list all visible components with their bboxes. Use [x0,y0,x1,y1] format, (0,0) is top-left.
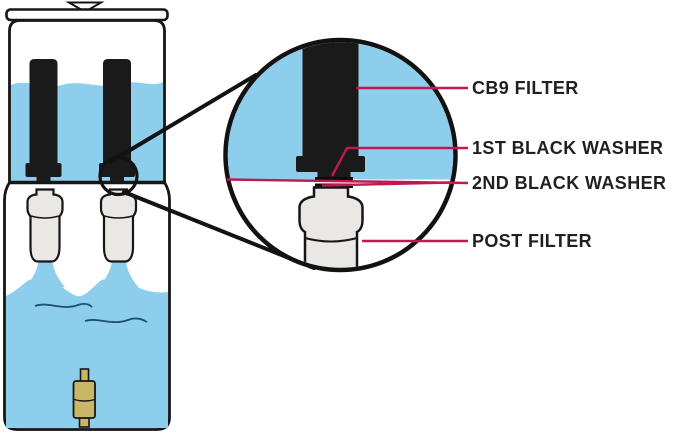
pointer-line-first-black-washer [330,146,468,177]
magnifier-ring [223,37,458,273]
pointer-line-second-black-washer [321,181,451,187]
magnified-post-filter-seam [304,237,358,243]
cb9-filter-right [99,59,135,189]
water-ripple-2 [84,317,148,324]
label-post-filter: POST FILTER [472,230,593,251]
label-cb9-filter: CB9 FILTER [472,78,579,98]
magnified-filter-flange [296,156,365,172]
zoom-connector-upper [108,73,258,164]
cb9-filter-left [25,59,62,189]
water-stream-right [99,258,139,287]
cb9-filter-left-flange [25,163,62,177]
post-filter-right-body [99,188,138,263]
water-stream-left [26,258,65,287]
pointer-lines [226,86,469,243]
post-filter-left-body [26,188,64,263]
magnified-post-filter [298,186,364,268]
post-filter-right-seam [104,215,133,219]
magnified-view [223,37,458,273]
magnified-cb9-filter [302,42,359,157]
magnified-filter-stem [317,170,351,181]
spigot-seam [73,398,96,402]
water-ripple-1 [34,303,93,308]
cb9-filter-right-flange [99,163,135,177]
water-dispenser [3,1,171,431]
post-filter-left [26,188,64,263]
label-first-black-washer: 1ST BLACK WASHER [472,137,664,158]
cb9-filter-right-body [103,59,131,168]
first-black-washer [315,177,353,182]
lid [5,8,169,22]
post-filter-right [99,188,138,263]
spigot [72,368,96,428]
lower-chamber-water [6,279,168,428]
cb9-filter-left-body [29,59,58,168]
label-second-black-washer: 2ND BLACK WASHER [472,173,667,193]
post-filter-left-seam [30,215,60,219]
